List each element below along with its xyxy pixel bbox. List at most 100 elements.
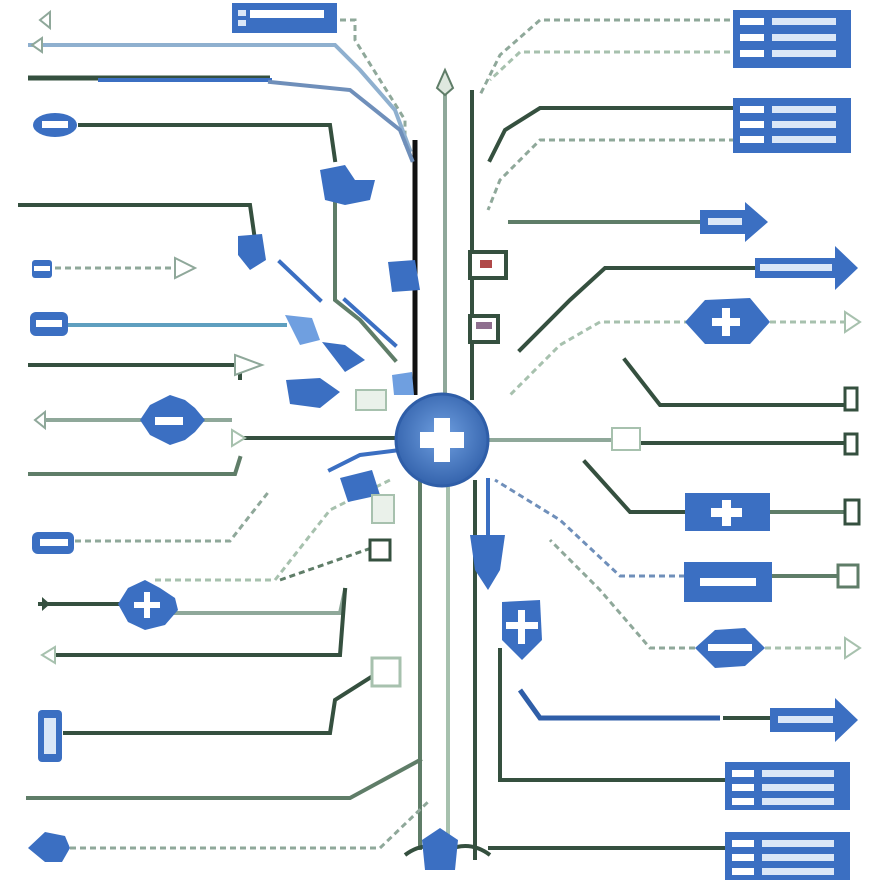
left-minus-node-2[interactable] bbox=[32, 260, 52, 278]
right-line-6 bbox=[517, 266, 760, 353]
right-shield-plus-node[interactable] bbox=[502, 600, 542, 660]
right-arrow-node-2[interactable] bbox=[770, 698, 858, 742]
right-list-node-4[interactable] bbox=[725, 832, 850, 880]
minus-icon bbox=[700, 578, 756, 586]
left-diag-7 bbox=[342, 297, 398, 348]
left-nodes bbox=[28, 3, 420, 862]
list-icon bbox=[732, 840, 754, 847]
minus-icon bbox=[708, 644, 752, 651]
arrow-left-icon bbox=[38, 9, 51, 31]
left-minus-node-4[interactable] bbox=[140, 395, 205, 445]
right-end-cap-4 bbox=[836, 563, 860, 589]
left-connectors bbox=[18, 18, 432, 850]
right-list-node-3[interactable] bbox=[725, 762, 850, 810]
left-pill-node[interactable] bbox=[38, 710, 62, 762]
left-line-1-branch bbox=[340, 18, 407, 145]
arrow-left-icon bbox=[33, 409, 46, 431]
right-nodes bbox=[422, 10, 862, 880]
arrow-right-icon bbox=[844, 310, 862, 334]
right-line-12 bbox=[548, 538, 695, 650]
left-junction-blob-1 bbox=[320, 165, 375, 205]
minus-icon bbox=[36, 320, 62, 327]
right-list-node-2[interactable] bbox=[733, 98, 851, 153]
left-junction-box-1 bbox=[355, 389, 387, 411]
left-line-8 bbox=[28, 363, 242, 380]
left-junction-box-4 bbox=[370, 656, 402, 688]
left-line-16 bbox=[70, 798, 432, 850]
minus-icon bbox=[155, 417, 183, 425]
left-diag-6 bbox=[277, 259, 323, 303]
right-arrow-node-1[interactable] bbox=[700, 202, 768, 242]
right-shield-node-1[interactable] bbox=[470, 535, 505, 590]
right-end-cap-3 bbox=[843, 498, 861, 526]
right-minus-node-1[interactable] bbox=[684, 562, 772, 602]
left-line-15 bbox=[26, 757, 423, 800]
left-junction-blob-8 bbox=[340, 470, 380, 502]
right-double-arrow-node[interactable] bbox=[755, 246, 858, 290]
minus-icon bbox=[34, 266, 50, 271]
left-line-10 bbox=[28, 455, 243, 476]
minus-icon bbox=[40, 539, 68, 546]
left-minus-node-5[interactable] bbox=[32, 532, 74, 554]
left-line-13 bbox=[53, 587, 348, 657]
left-junction-blob-2 bbox=[238, 234, 266, 270]
left-junction-blob-4 bbox=[392, 372, 414, 395]
right-minus-node-2[interactable] bbox=[695, 628, 765, 668]
left-arrow-node[interactable] bbox=[28, 832, 70, 862]
arrow-right-icon bbox=[174, 256, 198, 280]
left-node-tag-top[interactable] bbox=[232, 3, 337, 33]
left-junction-box-2 bbox=[371, 494, 395, 524]
left-line-14 bbox=[63, 662, 393, 735]
left-junction-blob-3 bbox=[388, 260, 420, 292]
list-icon bbox=[732, 770, 754, 777]
left-line-5 bbox=[18, 203, 258, 243]
right-end-cap-1 bbox=[843, 386, 859, 412]
right-plus-node-2[interactable] bbox=[685, 493, 770, 531]
left-line-12-down bbox=[173, 587, 348, 615]
left-line-2 bbox=[28, 43, 413, 153]
right-line-7 bbox=[508, 320, 690, 397]
bottom-trunk-node[interactable] bbox=[422, 828, 458, 870]
trunk-arrow-up-icon bbox=[435, 67, 455, 97]
right-line-3 bbox=[487, 106, 737, 163]
right-line-1 bbox=[478, 18, 730, 96]
left-line-5-drop bbox=[333, 198, 398, 363]
left-junction-blob-7 bbox=[286, 378, 340, 408]
right-list-node-1[interactable] bbox=[733, 10, 851, 68]
minus-icon bbox=[42, 121, 68, 128]
right-line-10 bbox=[582, 459, 687, 514]
right-line-14 bbox=[498, 648, 732, 782]
left-junction-blob-5 bbox=[285, 315, 320, 345]
list-icon bbox=[740, 106, 764, 113]
right-plus-node-1[interactable] bbox=[685, 298, 770, 344]
arrow-left-icon bbox=[40, 645, 56, 665]
left-line-4 bbox=[78, 123, 338, 163]
hub-plus-h bbox=[420, 432, 464, 448]
right-line-13 bbox=[517, 688, 720, 721]
left-junction-box-3 bbox=[368, 538, 392, 562]
right-connectors bbox=[478, 18, 852, 850]
right-line-4 bbox=[486, 138, 735, 211]
arrow-right-icon bbox=[844, 636, 862, 660]
left-plus-node-1[interactable] bbox=[118, 580, 178, 630]
left-diag-11 bbox=[327, 447, 403, 473]
right-line-2 bbox=[488, 50, 730, 82]
right-line-8 bbox=[622, 357, 852, 407]
left-minus-node-3[interactable] bbox=[30, 312, 68, 336]
list-icon bbox=[740, 18, 764, 25]
arrow-right-icon bbox=[42, 597, 50, 611]
arrow-right-icon bbox=[231, 428, 247, 448]
left-junction-blob-6 bbox=[322, 342, 365, 372]
right-line-11 bbox=[494, 478, 685, 578]
left-line-3-branch bbox=[267, 79, 415, 163]
left-diag-12 bbox=[279, 543, 381, 582]
central-hub[interactable] bbox=[394, 392, 490, 488]
arrow-right-icon bbox=[234, 353, 265, 377]
left-minus-node-1[interactable] bbox=[33, 113, 77, 137]
left-line-11 bbox=[75, 489, 272, 543]
arrow-left-icon bbox=[30, 36, 43, 54]
right-end-cap-2 bbox=[843, 432, 859, 456]
right-junction-box-3 bbox=[611, 427, 641, 451]
